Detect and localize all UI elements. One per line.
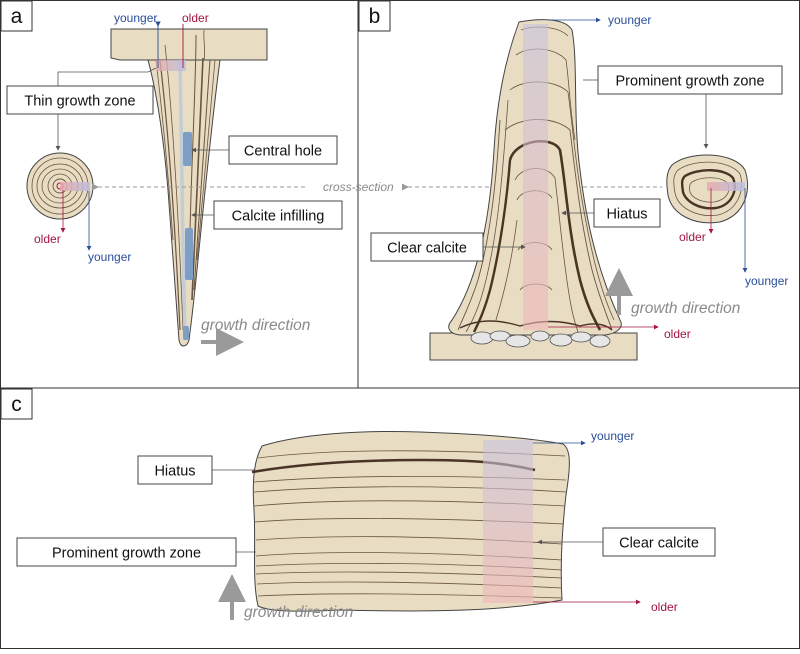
a-younger-cs-label: younger [88, 250, 131, 264]
panel-b-letter-box [358, 0, 391, 32]
c-hiatus-label: Hiatus [154, 464, 195, 480]
a-central-hole-box [228, 135, 338, 165]
b-older-cs-label: older [679, 230, 706, 244]
c-prominent-growth-zone-box [16, 537, 237, 567]
cross-section-label: cross-section [323, 180, 394, 194]
central-hole-mark [183, 132, 192, 166]
panel-a-letter-box [0, 0, 33, 32]
c-clear-calcite-label: Clear calcite [619, 536, 699, 552]
c-younger-label: younger [591, 429, 634, 443]
a-growth-direction-label: growth direction [201, 317, 310, 334]
core-section [251, 431, 570, 612]
a-thin-growth-zone-label: Thin growth zone [24, 94, 135, 110]
a-central-hole-label: Central hole [244, 144, 322, 160]
b-hiatus-label: Hiatus [606, 207, 647, 223]
b-prominent-growth-zone-box [597, 65, 783, 95]
b-clear-calcite-label: Clear calcite [387, 241, 467, 257]
c-older-label: older [651, 600, 678, 614]
a-older-top-label: older [182, 11, 209, 25]
a-calcite-infilling-label: Calcite infilling [232, 209, 325, 225]
b-older-base-label: older [664, 327, 691, 341]
b-younger-cs-label: younger [745, 274, 788, 288]
panel-b-letter: b [369, 5, 381, 28]
soda-straw [110, 28, 268, 347]
b-clear-calcite-box [370, 232, 484, 262]
a-thin-growth-zone-box [6, 85, 154, 115]
c-clear-calcite-box [602, 527, 716, 557]
a-older-cs-label: older [34, 232, 61, 246]
b-hiatus-box [593, 198, 661, 228]
c-hiatus-box [137, 455, 213, 485]
stalagmite [429, 19, 638, 361]
a-younger-top-label: younger [114, 11, 157, 25]
c-sample-strip [483, 440, 533, 603]
c-growth-direction-label: growth direction [244, 604, 353, 621]
a-cross-section [26, 152, 94, 220]
b-prominent-growth-zone-label: Prominent growth zone [615, 74, 764, 90]
panel-c-letter: c [11, 393, 22, 416]
c-prominent-growth-zone-label: Prominent growth zone [52, 546, 201, 562]
panel-c-letter-box [0, 388, 33, 420]
b-growth-direction-label: growth direction [631, 300, 740, 317]
b-younger-top-label: younger [608, 13, 651, 27]
panel-a-letter: a [11, 5, 23, 28]
b-cross-section [666, 154, 749, 224]
b-sample-strip [523, 24, 548, 330]
